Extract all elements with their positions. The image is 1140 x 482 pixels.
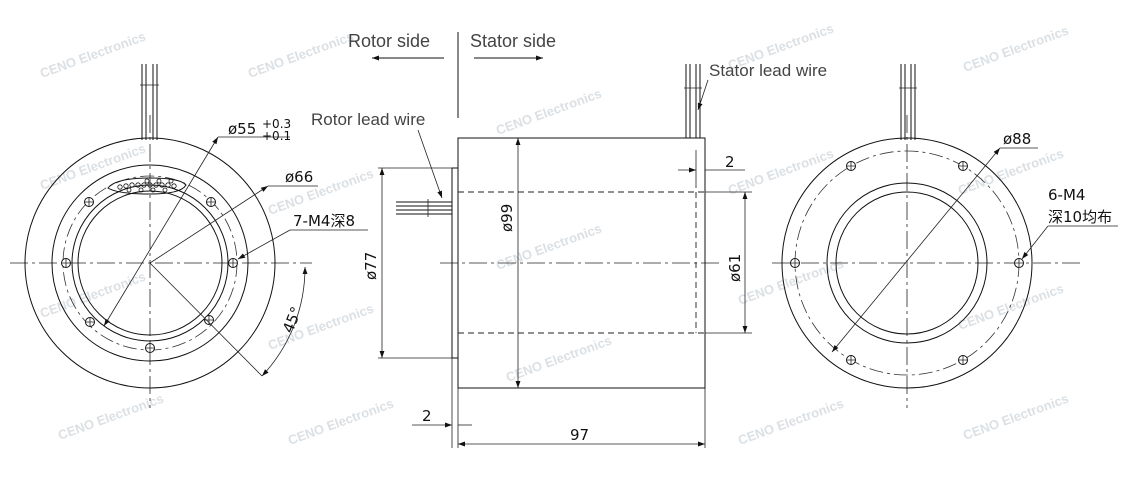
pcd-diameter-label: ø88 bbox=[1003, 130, 1031, 148]
watermark-text: CENO Electronics bbox=[38, 269, 148, 321]
mounting-holes-note-1: 6-M4 bbox=[1048, 186, 1085, 204]
right-end-view: ø88 6-M4 深10均布 bbox=[772, 64, 1118, 408]
mounting-holes-note: 7-M4深8 bbox=[293, 212, 355, 230]
stator-lead-wire-leader bbox=[697, 79, 709, 111]
stator-lead-wire-label: Stator lead wire bbox=[709, 61, 827, 80]
outer-housing-circle bbox=[781, 137, 1033, 389]
rotor-lead-wire-leader bbox=[417, 129, 443, 199]
bore-diameter-side-label: ø61 bbox=[726, 254, 744, 282]
mounting-hole bbox=[84, 197, 94, 207]
pcd-dim-leader bbox=[149, 185, 269, 264]
rotor-side-label: Rotor side bbox=[348, 31, 430, 51]
watermark-text: CENO Electronics bbox=[961, 391, 1071, 443]
watermark-text: CENO Electronics bbox=[504, 333, 614, 385]
mounting-hole bbox=[206, 197, 216, 207]
watermark-text: CENO Electronics bbox=[38, 29, 148, 81]
watermark-text: CENO Electronics bbox=[956, 281, 1066, 333]
bore-tolerance-lower: +0.1 bbox=[262, 129, 291, 143]
left-end-view: ø55 +0.3 +0.1 ø66 7-M4深8 45° bbox=[10, 64, 368, 408]
watermark-text: CENO Electronics bbox=[246, 29, 356, 81]
step-dim-label: 2 bbox=[725, 153, 735, 171]
holes-note-leader bbox=[237, 229, 291, 260]
watermark-text: CENO Electronics bbox=[961, 23, 1071, 75]
rotor-lead-wires bbox=[140, 64, 159, 140]
mounting-holes bbox=[61, 197, 238, 353]
bore-diameter-label: ø55 bbox=[228, 120, 256, 138]
watermark-text: CENO Electronics bbox=[726, 146, 836, 198]
mounting-holes-note-2: 深10均布 bbox=[1048, 208, 1112, 226]
mounting-hole bbox=[145, 343, 155, 353]
mounting-hole bbox=[1014, 258, 1024, 268]
watermarks: CENO Electronics CENO Electronics CENO E… bbox=[38, 21, 1071, 448]
stator-lead-wires bbox=[899, 64, 917, 140]
watermark-text: CENO Electronics bbox=[56, 391, 166, 443]
watermark-text: CENO Electronics bbox=[736, 396, 846, 448]
side-indicator: Rotor side Stator side Rotor lead wire S… bbox=[311, 31, 827, 129]
flange-diameter-label: ø77 bbox=[362, 252, 380, 280]
mounting-hole bbox=[846, 161, 856, 171]
angle-dim-arc bbox=[261, 266, 308, 377]
mounting-hole bbox=[85, 317, 95, 327]
holes-note-leader bbox=[1021, 225, 1049, 260]
mounting-hole bbox=[61, 258, 71, 268]
mounting-hole bbox=[228, 258, 238, 268]
flange-thickness-label: 2 bbox=[422, 407, 432, 425]
mounting-hole bbox=[958, 355, 968, 365]
watermark-text: CENO Electronics bbox=[266, 166, 376, 218]
bore-dim-leader bbox=[103, 136, 219, 327]
side-view: ø77 ø99 ø61 2 2 97 bbox=[362, 64, 752, 448]
body-diameter-label: ø99 bbox=[498, 204, 516, 232]
rotor-lead-wires bbox=[396, 199, 452, 217]
rotor-lead-wire-label: Rotor lead wire bbox=[311, 110, 425, 129]
overall-length-label: 97 bbox=[570, 426, 589, 444]
watermark-text: CENO Electronics bbox=[286, 396, 396, 448]
pcd-diameter-label: ø66 bbox=[285, 168, 313, 186]
mounting-hole bbox=[790, 258, 800, 268]
pcd-dim-leader bbox=[831, 147, 1001, 353]
mounting-hole bbox=[958, 161, 968, 171]
watermark-text: CENO Electronics bbox=[494, 86, 604, 138]
stator-side-label: Stator side bbox=[470, 31, 556, 51]
bore-tolerance-upper: +0.3 bbox=[262, 117, 291, 131]
mounting-hole bbox=[846, 355, 856, 365]
mounting-hole bbox=[204, 315, 214, 325]
stator-lead-wires bbox=[684, 64, 702, 138]
terminal-connector bbox=[107, 177, 187, 195]
